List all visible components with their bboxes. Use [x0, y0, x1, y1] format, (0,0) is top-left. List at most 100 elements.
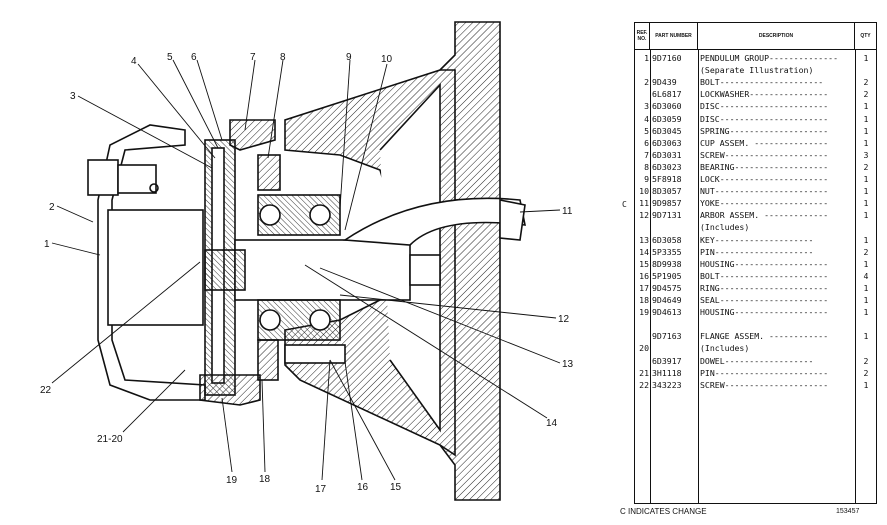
row-qty: 1	[863, 282, 869, 293]
callout-labels: 1 2 3 4 5 6 7 8 9 10 11 12 13 14 15 16 1…	[40, 52, 574, 495]
change-mark: C	[622, 200, 627, 209]
column-divider	[855, 49, 856, 503]
row-part-number: 9D9857	[652, 198, 682, 209]
row-description: NUT-----------------------	[700, 186, 829, 197]
row-ref: 21	[639, 367, 649, 378]
table-row	[635, 318, 876, 330]
row-part-number: 8D3057	[652, 186, 682, 197]
row-description: SPRING--------------------	[700, 125, 829, 136]
row-qty: 1	[863, 113, 869, 124]
header-description: DESCRIPTION	[698, 23, 855, 49]
row-qty: 4	[863, 270, 869, 281]
row-qty: 1	[863, 125, 869, 136]
row-qty: 2	[863, 161, 869, 172]
callout-10: 10	[381, 54, 393, 65]
row-ref: 5	[644, 125, 649, 136]
illustration-number: 153457	[836, 508, 860, 515]
row-qty: 1	[863, 53, 869, 63]
callout-3: 3	[70, 91, 76, 102]
callout-17: 17	[315, 484, 327, 495]
cross-section-drawing: 1 2 3 4 5 6 7 8 9 10 11 12 13 14 15 16 1…	[40, 21, 574, 501]
assembly-outline	[87, 21, 527, 501]
table-row: (Separate Illustration)	[635, 64, 876, 76]
callout-11: 11	[562, 206, 573, 217]
row-description: KEY--------------------	[700, 234, 814, 245]
row-qty: 2	[863, 89, 869, 100]
callout-7: 7	[250, 52, 256, 63]
row-qty: 1	[863, 234, 869, 245]
callout-19: 19	[226, 475, 238, 486]
row-part-number: 9D4649	[652, 295, 682, 305]
row-description: RING----------------------	[700, 282, 829, 293]
row-part-number: 343223	[652, 379, 682, 390]
callout-13: 13	[562, 359, 574, 370]
leader-lines	[51, 59, 561, 481]
row-ref: 14	[639, 246, 649, 257]
row-ref: 3	[644, 101, 649, 112]
row-ref: 12	[639, 210, 649, 221]
table-row: 6D3917 DOWEL------------------2	[635, 355, 876, 367]
header-qty: QTY	[860, 33, 871, 39]
callout-6: 6	[191, 52, 197, 63]
row-part-number: 6D3063	[652, 137, 682, 148]
row-description: BEARING-------------------	[700, 161, 829, 172]
row-ref: 18	[639, 295, 649, 305]
row-qty: 1	[863, 379, 869, 390]
table-row: 20 (Includes)	[635, 342, 876, 354]
row-qty: 1	[863, 137, 869, 148]
row-ref: 20	[639, 343, 649, 354]
row-ref: 19	[639, 307, 649, 318]
row-part-number: 9D439	[652, 77, 677, 88]
row-ref: 6	[644, 137, 649, 148]
row-description: PIN--------------------	[700, 246, 814, 257]
callout-5: 5	[167, 52, 173, 63]
callout-1: 1	[44, 239, 50, 250]
row-part-number: 6D3060	[652, 101, 682, 112]
row-description: BOLT----------------------	[700, 270, 829, 281]
callout-15: 15	[390, 482, 402, 493]
table-row: (Includes)	[635, 221, 876, 233]
row-part-number: 6D3031	[652, 149, 682, 160]
row-part-number: 9D7131	[652, 210, 682, 221]
row-ref: 10	[639, 186, 649, 197]
callout-22: 22	[40, 385, 52, 396]
row-qty: 3	[863, 149, 869, 160]
callout-21-20: 21-20	[97, 434, 123, 445]
row-qty: 1	[863, 258, 869, 269]
row-ref: 8	[644, 161, 649, 172]
row-description: SCREW---------------------	[700, 149, 829, 160]
table-header: REF. NO. PART NUMBER DESCRIPTION QTY	[635, 23, 876, 50]
row-qty: 2	[863, 77, 869, 88]
row-part-number: 3H1118	[652, 367, 682, 378]
row-qty: 1	[863, 101, 869, 112]
row-part-number: 6D3045	[652, 125, 682, 136]
row-description: HOUSING-------------------	[700, 307, 829, 318]
row-ref: 16	[639, 270, 649, 281]
row-description: BOLT---------------------	[700, 77, 824, 88]
row-qty: 1	[863, 295, 869, 305]
row-part-number: 5P3355	[652, 246, 682, 257]
callout-16: 16	[357, 482, 369, 493]
row-description: ARBOR ASSEM. -------------	[700, 210, 829, 221]
row-description: SCREW---------------------	[700, 379, 829, 390]
row-description: (Separate Illustration)	[700, 65, 814, 76]
row-ref: 4	[644, 113, 649, 124]
callout-4: 4	[131, 56, 137, 67]
row-qty: 2	[863, 367, 869, 378]
row-description: DISC----------------------	[700, 113, 829, 124]
